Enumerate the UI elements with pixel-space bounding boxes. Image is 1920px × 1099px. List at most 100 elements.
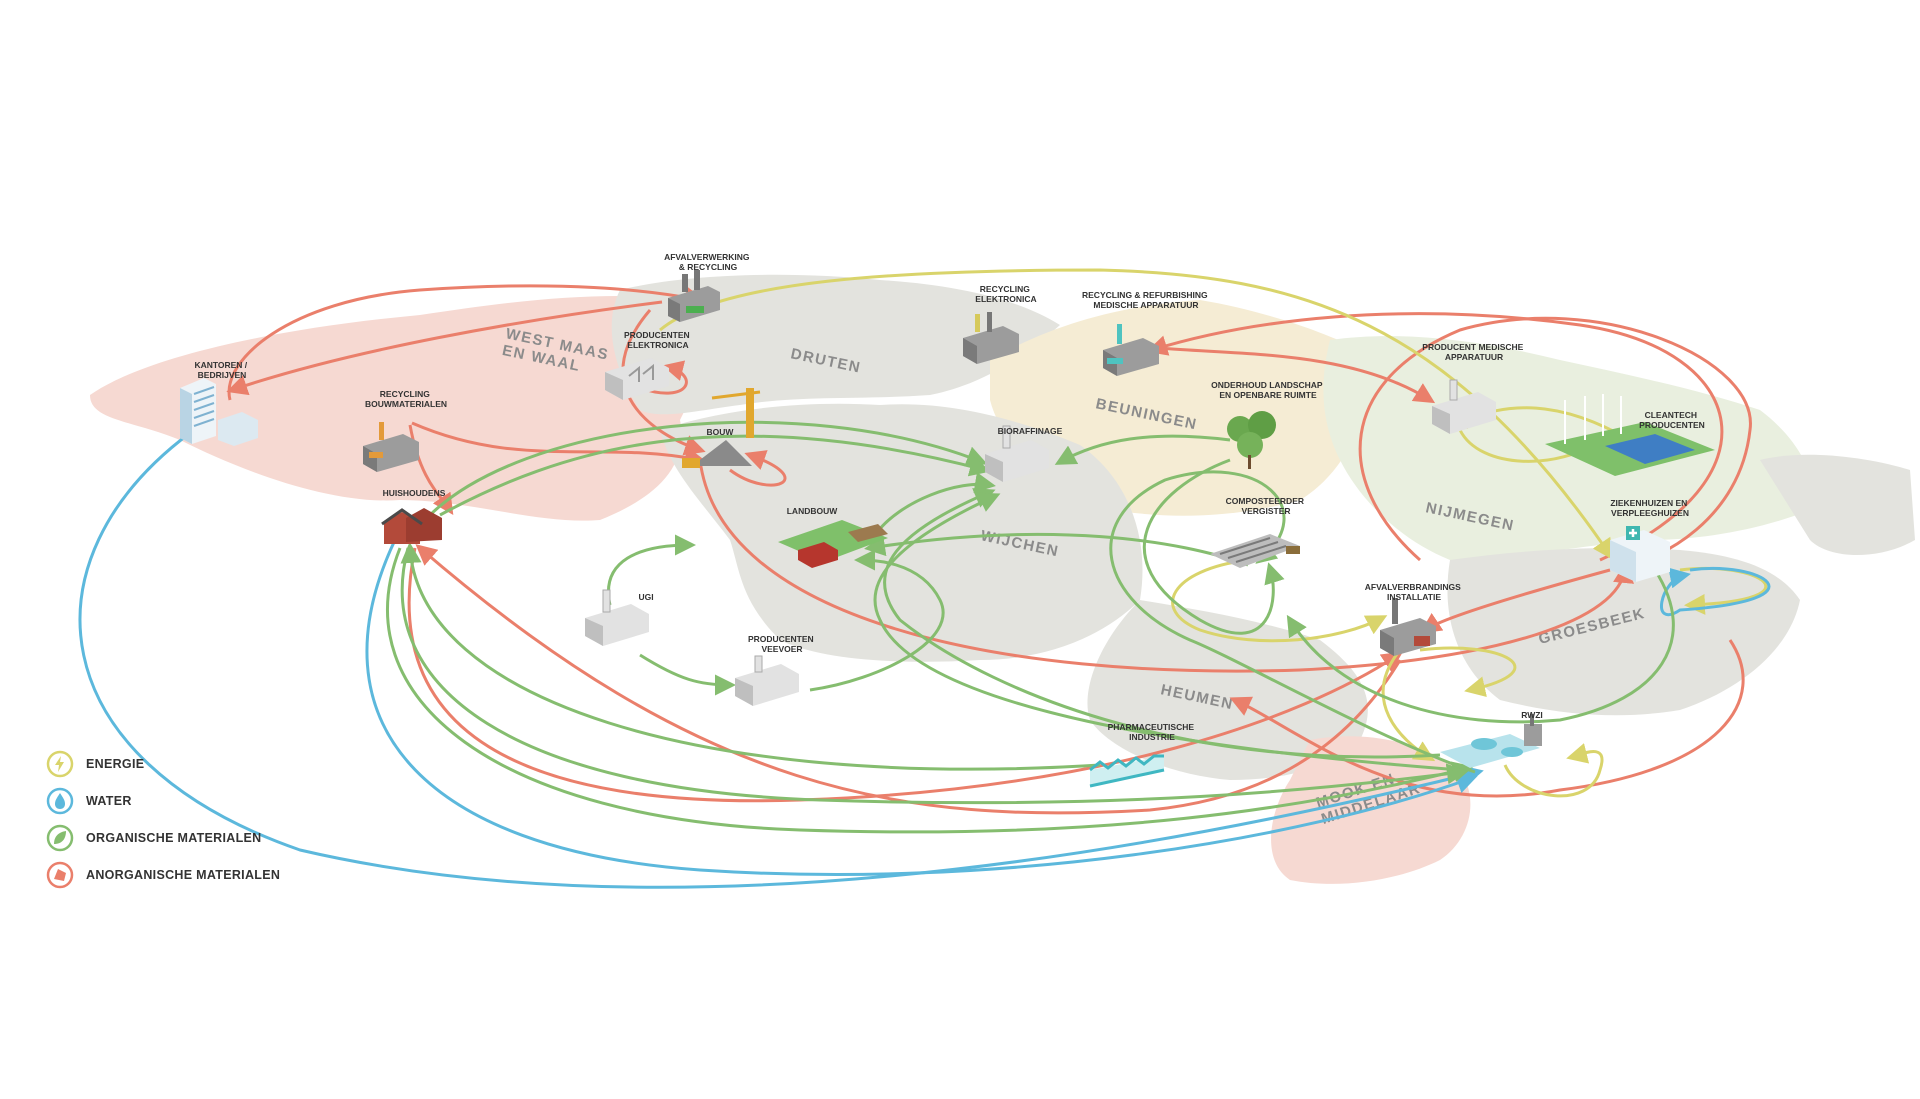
node-label-line: RECYCLING & REFURBISHING [1082,290,1208,300]
shard-icon [46,861,74,888]
node-label-line: CLEANTECH [1645,410,1697,420]
node-label-line: BOUWMATERIALEN [365,399,447,409]
node-label-veevoer: PRODUCENTEN VEEVOER [748,634,816,654]
node-label-line: VERGISTER [1241,506,1290,516]
flow-arrow-energie [659,268,1614,560]
node-label-line: RECYCLING [980,284,1030,294]
flow-arrow-organisch [386,547,1474,834]
legend: ENERGIE WATER ORGANISCHE MATERIALEN ANOR… [46,745,306,893]
legend-label: ORGANISCHE MATERIALEN [86,830,262,845]
node-label-pharma: PHARMACEUTISCHE INDUSTRIE [1108,722,1197,742]
node-label-line: LANDBOUW [787,506,838,516]
node-label-line: BIORAFFINAGE [998,426,1063,436]
node-label-line: VERPLEEGHUIZEN [1611,508,1689,518]
water-drop-icon [46,787,74,814]
flow-arrow-organisch [400,547,1468,805]
node-label-onderhoud: ONDERHOUD LANDSCHAP EN OPENBARE RUIMTE [1211,380,1325,400]
flow-arrow-anorganisch [639,360,688,395]
node-label-line: INDUSTRIE [1129,732,1175,742]
flow-arrow-anorganisch [729,450,787,487]
flow-arrow-anorganisch [698,459,1634,673]
node-label-afvalverbranding: AFVALVERBRANDINGS INSTALLATIE [1365,582,1463,602]
node-label-line: BEDRIJVEN [198,370,247,380]
flow-arrow-organisch [400,542,1101,771]
node-label-recycling-bouw: RECYCLING BOUWMATERIALEN [365,389,447,409]
node-label-bioraffinage: BIORAFFINAGE [998,426,1063,436]
farm-icon [778,520,888,568]
legend-item-anorganisch: ANORGANISCHE MATERIALEN [46,856,306,893]
flow-arrow-anorganisch [227,284,706,401]
hospital-icon [1610,526,1670,582]
node-label-producent-medisch: PRODUCENT MEDISCHE APPARATUUR [1422,342,1525,362]
region-shapes [90,274,1915,884]
node-label-line: UGI [638,592,653,602]
flow-arrow-anorganisch [1146,312,1724,562]
plant-icon [735,655,799,706]
region-east-extension [1760,454,1915,555]
plant-icon [985,425,1049,482]
flow-arrow-anorganisch [1358,316,1752,576]
crane-icon [682,388,761,468]
node-label-producenten-elektronica: PRODUCENTEN ELEKTRONICA [624,330,692,350]
flow-arrow-organisch [639,653,736,696]
house-icon [381,508,442,544]
compost-icon [1210,534,1300,568]
office-icon [180,378,258,446]
node-label-line: PRODUCENTEN [748,634,814,644]
factory-icon [1103,324,1159,376]
flow-arrow-energie [1503,743,1604,798]
node-label-line: ONDERHOUD LANDSCHAP [1211,380,1323,390]
incinerator-icon [1380,598,1436,656]
legend-item-organisch: ORGANISCHE MATERIALEN [46,819,306,856]
flow-arrow-organisch [1286,569,1675,724]
node-label-line: ZIEKENHUIZEN EN [1610,498,1687,508]
node-label-line: KANTOREN / [194,360,247,370]
node-label-ziekenhuizen: ZIEKENHUIZEN EN VERPLEEGHUIZEN [1610,498,1689,518]
flow-arrow-organisch [1054,434,1231,465]
lightning-icon [46,750,74,777]
plant-icon [605,358,669,400]
legend-label: WATER [86,793,132,808]
flow-arrow-organisch [809,549,945,692]
region-druten [611,274,1060,415]
node-label-line: VEEVOER [761,644,802,654]
node-label-landbouw: LANDBOUW [787,506,838,516]
solar-panel-icon [1545,394,1715,476]
flow-arrow-organisch [873,472,996,536]
node-label-huishoudens: HUISHOUDENS [383,488,446,498]
flow-arrow-organisch [1109,470,1476,774]
flow-arrow-anorganisch [621,309,706,456]
flow-arrows [78,268,1771,889]
flow-arrow-energie [1171,558,1388,643]
flow-arrow-organisch [423,420,988,522]
flow-arrow-anorganisch [411,421,706,468]
tree-icon [1227,411,1276,469]
node-label-ugi: UGI [638,592,653,602]
factory-icon [668,270,720,322]
node-label-line: PRODUCENTEN [1639,420,1705,430]
flow-arrow-organisch [1142,458,1285,635]
flow-arrow-anorganisch [226,300,663,396]
node-label-line: HUISHOUDENS [383,488,446,498]
flow-arrow-water [78,431,1484,889]
node-label-rwzi: RWZI [1521,710,1543,720]
plant-icon [585,589,649,646]
plant-icon [1432,379,1496,434]
node-label-line: AFVALVERBRANDINGS [1365,582,1461,592]
node-labels: AFVALVERWERKING & RECYCLING PRODUCENTEN … [194,252,1704,742]
flow-arrow-energie [1419,646,1517,697]
water-treatment-icon [1440,714,1542,768]
node-label-line: PRODUCENT MEDISCHE [1422,342,1523,352]
node-label-line: RWZI [1521,710,1543,720]
node-label-line: APPARATUUR [1445,352,1503,362]
node-label-line: RECYCLING [380,389,430,399]
flow-arrow-anorganisch [1229,639,1745,798]
node-label-afvalverwerking: AFVALVERWERKING & RECYCLING [664,252,752,272]
flow-arrow-water [365,539,1478,876]
node-label-line: ELEKTRONICA [975,294,1036,304]
legend-item-water: WATER [46,782,306,819]
node-label-line: BOUW [707,427,735,437]
node-label-line: COMPOSTEERDER [1226,496,1304,506]
node-label-recycling-elektronica: RECYCLING ELEKTRONICA [975,284,1036,304]
legend-label: ENERGIE [86,756,145,771]
